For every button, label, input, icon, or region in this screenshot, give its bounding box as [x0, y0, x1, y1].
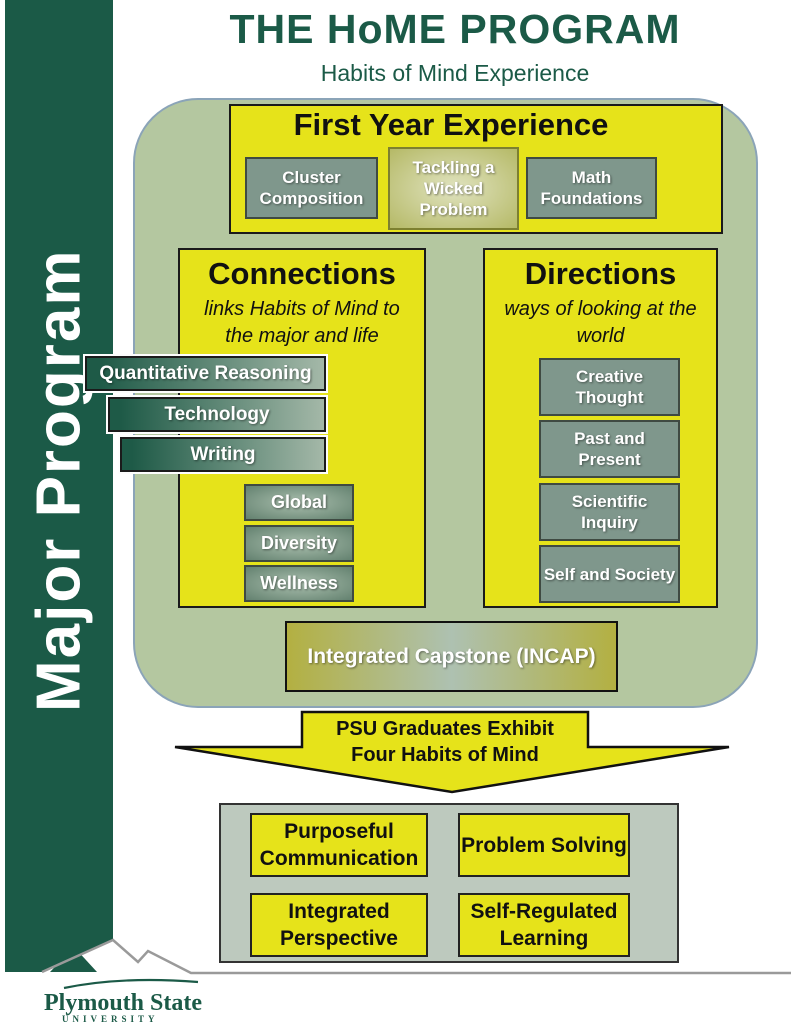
creative-thought-box: Creative Thought	[539, 358, 680, 416]
quantitative-reasoning-bar: Quantitative Reasoning	[85, 356, 326, 391]
arrow-line-2: Four Habits of Mind	[351, 744, 539, 766]
directions-title: Directions	[524, 256, 677, 291]
plymouth-state-logo: Plymouth State UNIVERSITY	[40, 978, 210, 1024]
mountain-ridge-line	[41, 938, 791, 975]
first-year-experience-box: First Year Experience Cluster Compositio…	[229, 104, 723, 234]
writing-bar: Writing	[120, 437, 326, 472]
page-title: THE HoME PROGRAM	[229, 6, 681, 52]
self-and-society-box: Self and Society	[539, 545, 680, 603]
tackling-wicked-problem-box: Tackling a Wicked Problem	[388, 147, 519, 230]
integrated-capstone-box: Integrated Capstone (INCAP)	[285, 621, 618, 692]
math-foundations-box: Math Foundations	[526, 157, 657, 219]
major-program-banner-label: Major Program	[24, 248, 94, 712]
past-and-present-box: Past and Present	[539, 420, 680, 478]
scientific-inquiry-box: Scientific Inquiry	[539, 483, 680, 541]
graduates-arrow-text: PSU Graduates Exhibit Four Habits of Min…	[295, 716, 595, 768]
problem-solving-box: Problem Solving	[458, 813, 630, 877]
global-box: Global	[244, 484, 354, 521]
directions-subtitle: ways of looking at the world	[504, 298, 697, 347]
first-year-experience-title: First Year Experience	[293, 107, 609, 142]
graduates-arrow-icon	[174, 710, 730, 794]
directions-box: Directions ways of looking at the world …	[483, 248, 718, 608]
page-subtitle: Habits of Mind Experience	[320, 60, 590, 86]
cluster-composition-box: Cluster Composition	[245, 157, 378, 219]
side-banner-shape	[5, 0, 113, 972]
connections-title: Connections	[208, 256, 396, 291]
diversity-box: Diversity	[244, 525, 354, 562]
logo-wordmark: Plymouth State	[44, 990, 202, 1016]
logo-university-text: UNIVERSITY	[62, 1014, 159, 1024]
connections-subtitle: links Habits of Mind to the major and li…	[204, 298, 400, 347]
wellness-box: Wellness	[244, 565, 354, 602]
purposeful-communication-box: Purposeful Communication	[250, 813, 428, 877]
technology-bar: Technology	[108, 397, 326, 432]
arrow-line-1: PSU Graduates Exhibit	[336, 718, 554, 740]
integrated-perspective-box: Integrated Perspective	[250, 893, 428, 957]
mountain-peak-icon	[50, 947, 97, 972]
logo-swoosh-icon	[63, 978, 199, 990]
habits-of-mind-panel: Purposeful Communication Problem Solving…	[219, 803, 679, 963]
self-regulated-learning-box: Self-Regulated Learning	[458, 893, 630, 957]
